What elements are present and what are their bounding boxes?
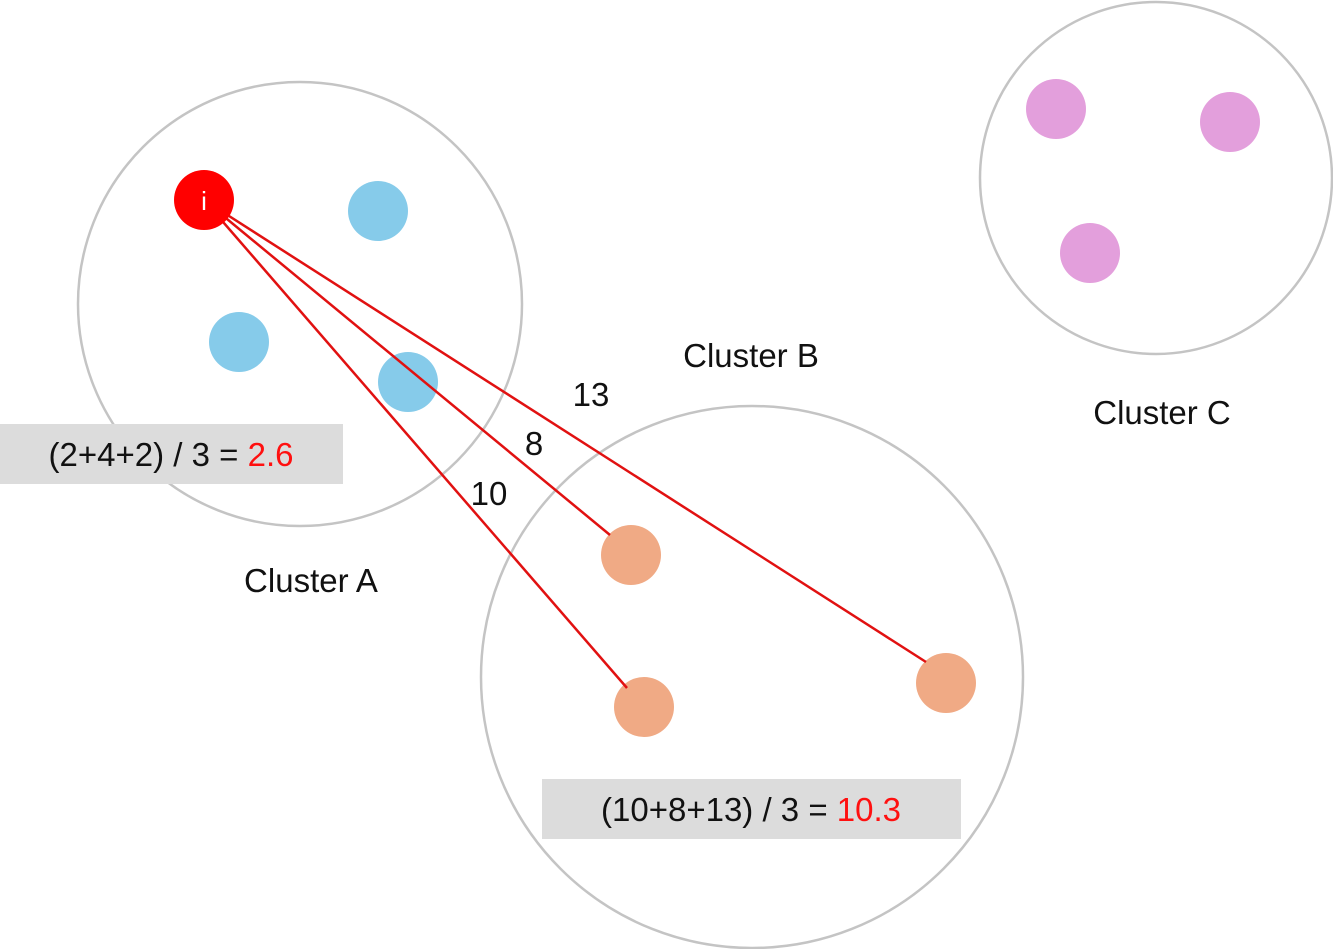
cluster-c-point	[1060, 223, 1120, 283]
formula-a-expression: (2+4+2) / 3 =	[49, 436, 248, 473]
cluster-b-point	[916, 653, 976, 713]
distance-line-to-b-1	[203, 199, 628, 689]
formula-a-text: (2+4+2) / 3 = 2.6	[49, 436, 294, 473]
cluster-b-outline	[479, 404, 1025, 949]
point-i	[174, 170, 234, 230]
cluster-b-point	[601, 525, 661, 585]
cluster-a-point	[209, 312, 269, 372]
cluster-c-outline	[978, 0, 1333, 356]
distance-line-to-b-3	[203, 198, 927, 664]
formula-box-a	[0, 424, 343, 484]
cluster-a-label: Cluster A	[244, 562, 378, 599]
distance-line-to-b-2	[203, 199, 611, 536]
cluster-a-point	[348, 181, 408, 241]
cluster-c-label: Cluster C	[1093, 394, 1231, 431]
formula-b-expression: (10+8+13) / 3 =	[601, 791, 837, 828]
formula-b-text: (10+8+13) / 3 = 10.3	[601, 791, 901, 828]
distance-label-to-b-1: 10	[471, 475, 508, 512]
cluster-a-outline	[76, 80, 524, 528]
cluster-c-point	[1200, 92, 1260, 152]
distance-label-to-b-3: 13	[573, 376, 610, 413]
formula-a-result: 2.6	[248, 436, 294, 473]
cluster-c-point	[1026, 79, 1086, 139]
cluster-b-label: Cluster B	[683, 337, 819, 374]
cluster-b-point	[614, 677, 674, 737]
formula-box-b	[542, 779, 961, 839]
distance-label-to-b-2: 8	[525, 425, 543, 462]
point-i-label: i	[201, 186, 207, 216]
formula-b-result: 10.3	[837, 791, 901, 828]
cluster-a-point	[378, 352, 438, 412]
